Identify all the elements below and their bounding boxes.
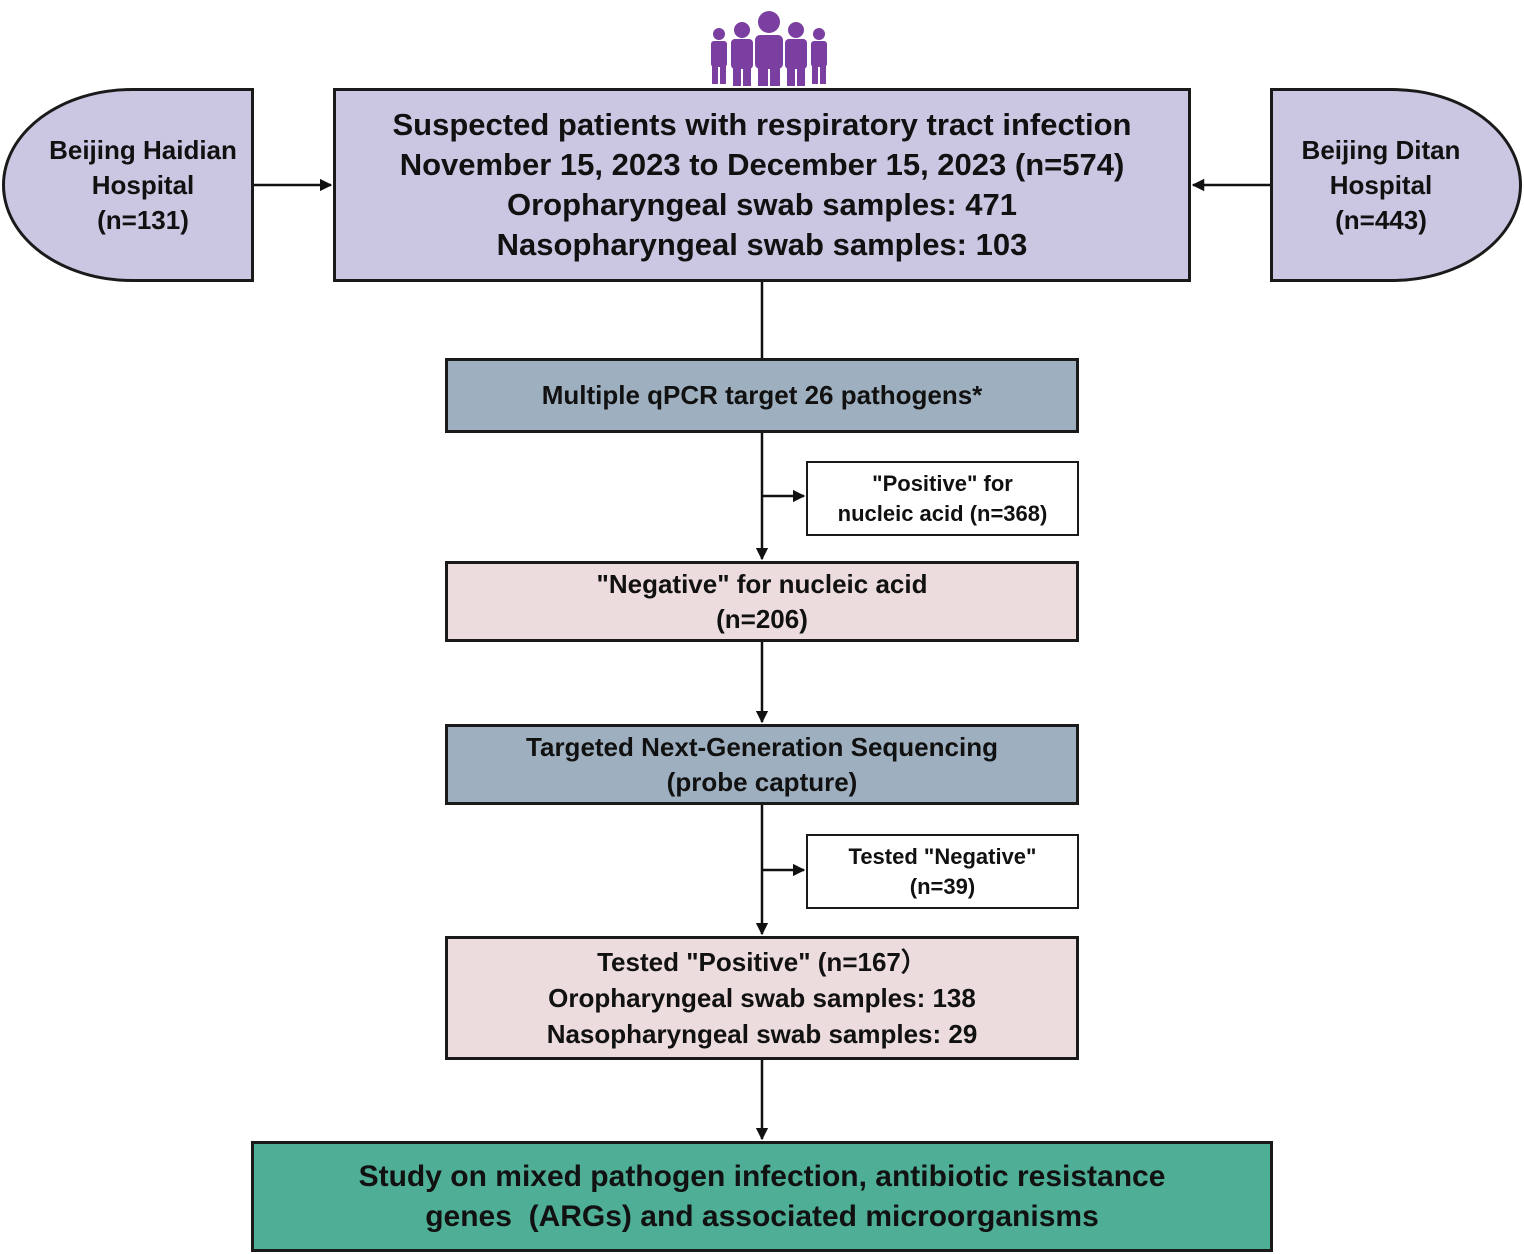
tested-positive-line: Oropharyngeal swab samples: 138 xyxy=(548,983,976,1013)
source-right-line: Hospital xyxy=(1329,169,1433,200)
study-outcome-box: Study on mixed pathogen infection, antib… xyxy=(251,1141,1273,1252)
main-nasopharyngeal: Nasopharyngeal swab samples: 103 xyxy=(496,227,1028,262)
source-left-line: (n=131) xyxy=(97,204,189,235)
qpcr-step-box: Multiple qPCR target 26 pathogens* xyxy=(445,358,1079,433)
tngs-step-box: Targeted Next-Generation Sequencing (pro… xyxy=(445,724,1079,805)
source-beijing-ditan-hospital: Beijing Ditan Hospital (n=443) xyxy=(1270,88,1522,282)
source-right-line: (n=443) xyxy=(1335,204,1427,235)
source-left-line: Hospital xyxy=(91,169,195,200)
tested-negative-box: Tested "Negative" (n=39) xyxy=(806,834,1079,909)
tested-positive-line: Nasopharyngeal swab samples: 29 xyxy=(546,1019,978,1049)
tngs-line: Targeted Next-Generation Sequencing xyxy=(526,731,998,762)
source-right-line: Beijing Ditan xyxy=(1301,134,1461,165)
tested-negative-line: (n=39) xyxy=(909,873,976,899)
tested-positive-box: Tested "Positive" (n=167） Oropharyngeal … xyxy=(445,936,1079,1060)
main-title: Suspected patients with respiratory trac… xyxy=(392,107,1132,142)
tested-positive-line: Tested "Positive" (n=167） xyxy=(597,947,927,977)
people-group-icon xyxy=(711,11,827,86)
main-oropharyngeal: Oropharyngeal swab samples: 471 xyxy=(507,187,1017,222)
main-date-range: November 15, 2023 to December 15, 2023 (… xyxy=(399,147,1125,182)
negative-line: (n=206) xyxy=(716,603,808,634)
qpcr-label: Multiple qPCR target 26 pathogens* xyxy=(541,380,983,410)
negative-line: "Negative" for nucleic acid xyxy=(596,568,928,599)
source-left-line: Beijing Haidian xyxy=(49,134,237,165)
tested-negative-line: Tested "Negative" xyxy=(848,843,1037,869)
source-beijing-haidian-hospital: Beijing Haidian Hospital (n=131) xyxy=(2,88,254,282)
positive-excluded-line: "Positive" for xyxy=(872,470,1013,496)
suspected-patients-box: Suspected patients with respiratory trac… xyxy=(333,88,1191,282)
study-line: Study on mixed pathogen infection, antib… xyxy=(358,1159,1166,1193)
negative-nucleic-acid-box: "Negative" for nucleic acid (n=206) xyxy=(445,561,1079,642)
tngs-line: (probe capture) xyxy=(666,766,858,797)
positive-excluded-line: nucleic acid (n=368) xyxy=(837,500,1048,526)
positive-excluded-box: "Positive" for nucleic acid (n=368) xyxy=(806,461,1079,536)
study-line: genes (ARGs) and associated microorganis… xyxy=(425,1199,1099,1233)
